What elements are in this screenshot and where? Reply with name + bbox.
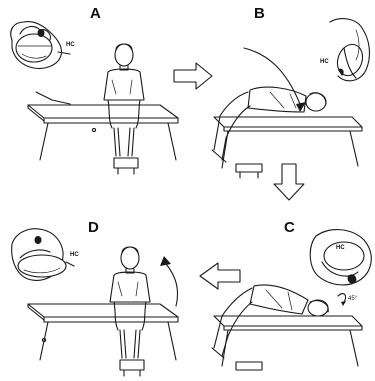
panel-b-hc-label: HC: [320, 59, 329, 65]
panel-d-letter: D: [88, 219, 99, 236]
panel-c-angle-label: 45°: [348, 296, 358, 302]
panel-d-motion-arrowhead: [160, 256, 171, 266]
panel-d-table: [28, 304, 178, 360]
panel-d-ear-inset: HC: [12, 229, 80, 281]
panel-b-ear-inset: HC: [320, 19, 369, 81]
panel-b-patient: [212, 87, 326, 178]
panel-c-hc-label: HC: [336, 245, 345, 251]
panel-a: A HC: [11, 5, 178, 174]
panel-a-letter: A: [90, 5, 101, 22]
panel-c-patient: [212, 285, 328, 370]
left-arrow-icon: [200, 263, 240, 289]
panel-a-ear-inset: HC: [11, 22, 76, 69]
panel-a-patient: [104, 44, 144, 174]
panel-d-hc-label: HC: [70, 252, 79, 258]
panel-c-rotation-arrowhead: [341, 301, 346, 306]
panel-d: D HC: [12, 219, 178, 376]
panel-c-rotation-arc: [338, 294, 346, 302]
panel-b-table: [214, 117, 362, 168]
panel-d-motion-arc: [166, 264, 178, 306]
panel-c-ear-inset: HC: [310, 230, 371, 285]
down-arrow-icon: [274, 164, 304, 200]
right-arrow-icon: [174, 63, 212, 89]
panel-c: C HC 45°: [212, 219, 371, 370]
panel-c-letter: C: [284, 219, 295, 236]
panel-a-hc-label: HC: [66, 42, 75, 48]
panel-d-patient: [110, 247, 150, 376]
panel-b: B HC: [212, 5, 369, 178]
panel-b-motion-arc: [244, 48, 300, 104]
panel-b-letter: B: [254, 5, 265, 22]
panel-c-table: [214, 316, 362, 366]
panel-a-table: [28, 92, 178, 160]
